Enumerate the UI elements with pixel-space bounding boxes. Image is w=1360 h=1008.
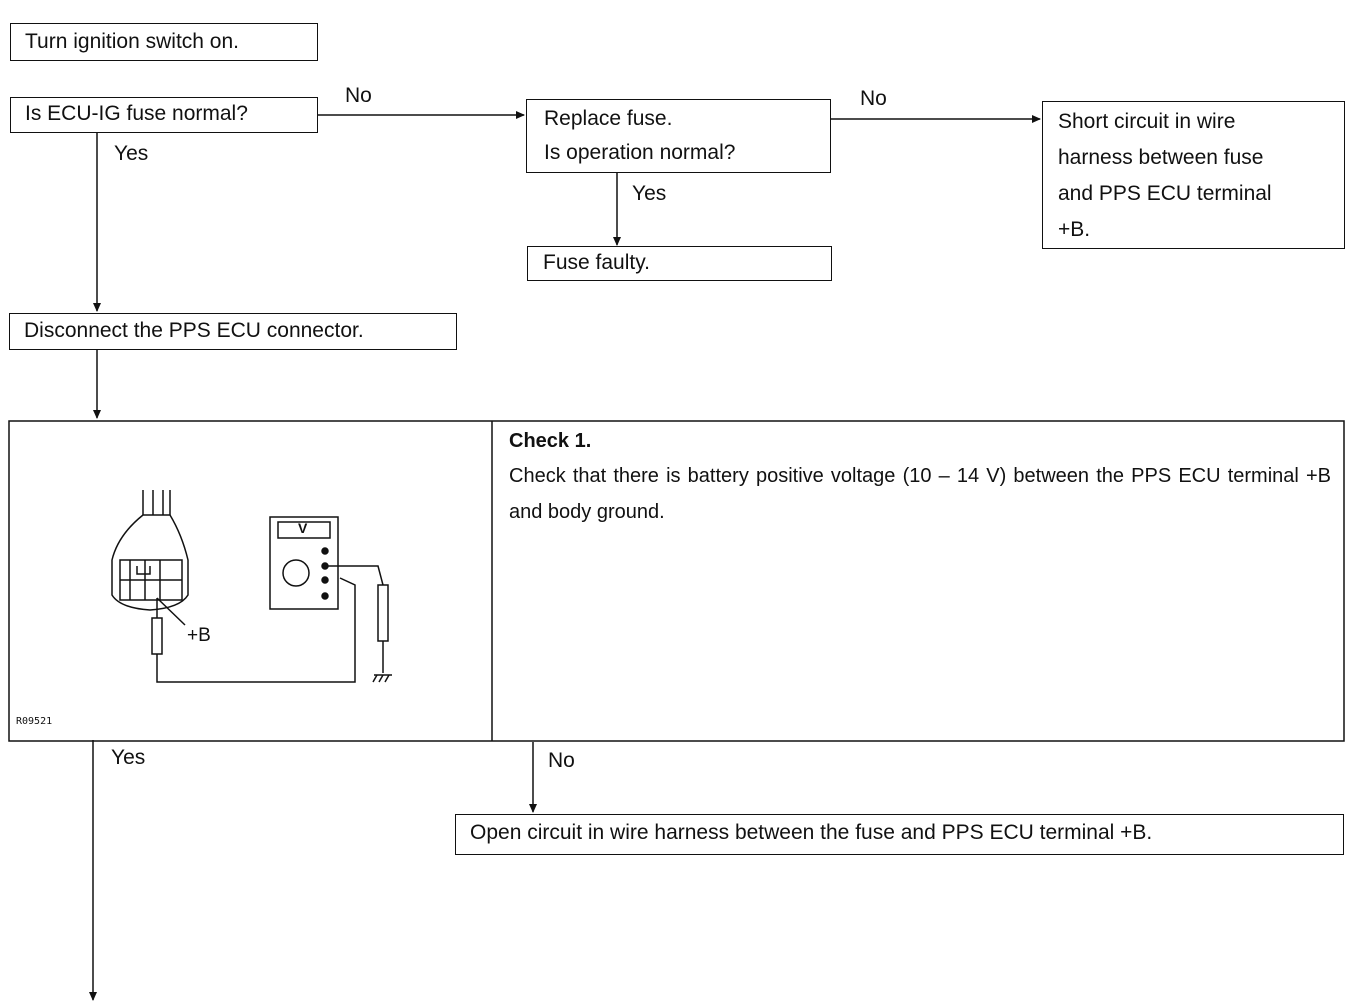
short-circuit-line3: and PPS ECU terminal xyxy=(1058,182,1272,205)
disconnect-step-text: Disconnect the PPS ECU connector. xyxy=(24,319,364,342)
fuse-faulty-text: Fuse faulty. xyxy=(543,251,650,274)
check-panel-outline xyxy=(8,420,1345,742)
branch-no-replace: No xyxy=(860,87,887,110)
check-description: Check that there is battery positive vol… xyxy=(509,465,1331,523)
short-circuit-line4: +B. xyxy=(1058,218,1091,241)
ecu-connector-illustration xyxy=(111,490,356,683)
check-title: Check 1. xyxy=(509,430,592,452)
open-circuit-box: Open circuit in wire harness between the… xyxy=(455,814,1344,855)
check-text-area: Check 1. Check that there is battery pos… xyxy=(509,424,1331,530)
fuse-question-box: Is ECU-IG fuse normal? xyxy=(10,97,318,133)
fuse-question-text: Is ECU-IG fuse normal? xyxy=(25,102,248,125)
ignition-step-text: Turn ignition switch on. xyxy=(25,30,239,53)
ignition-step-box: Turn ignition switch on. xyxy=(10,23,318,61)
fuse-faulty-box: Fuse faulty. xyxy=(527,246,832,281)
replace-fuse-line2: Is operation normal? xyxy=(544,141,736,164)
voltmeter-illustration xyxy=(269,516,392,683)
replace-fuse-line1: Replace fuse. xyxy=(544,107,673,130)
figure-code: R09521 xyxy=(16,716,53,727)
branch-yes-replace: Yes xyxy=(632,182,667,205)
short-circuit-line1: Short circuit in wire xyxy=(1058,110,1236,133)
branch-yes-check: Yes xyxy=(111,746,146,769)
branch-no-check: No xyxy=(548,749,575,772)
disconnect-step-box: Disconnect the PPS ECU connector. xyxy=(9,313,457,350)
branch-yes-fuse: Yes xyxy=(114,142,149,165)
voltmeter-v-label: V xyxy=(298,520,308,536)
short-circuit-line2: harness between fuse xyxy=(1058,146,1264,169)
open-circuit-text: Open circuit in wire harness between the… xyxy=(470,821,1153,844)
branch-no-fuse: No xyxy=(345,84,372,107)
terminal-b-label: +B xyxy=(187,625,211,646)
short-circuit-box: Short circuit in wire harness between fu… xyxy=(1042,101,1345,249)
replace-fuse-box: Replace fuse. Is operation normal? xyxy=(526,99,831,173)
